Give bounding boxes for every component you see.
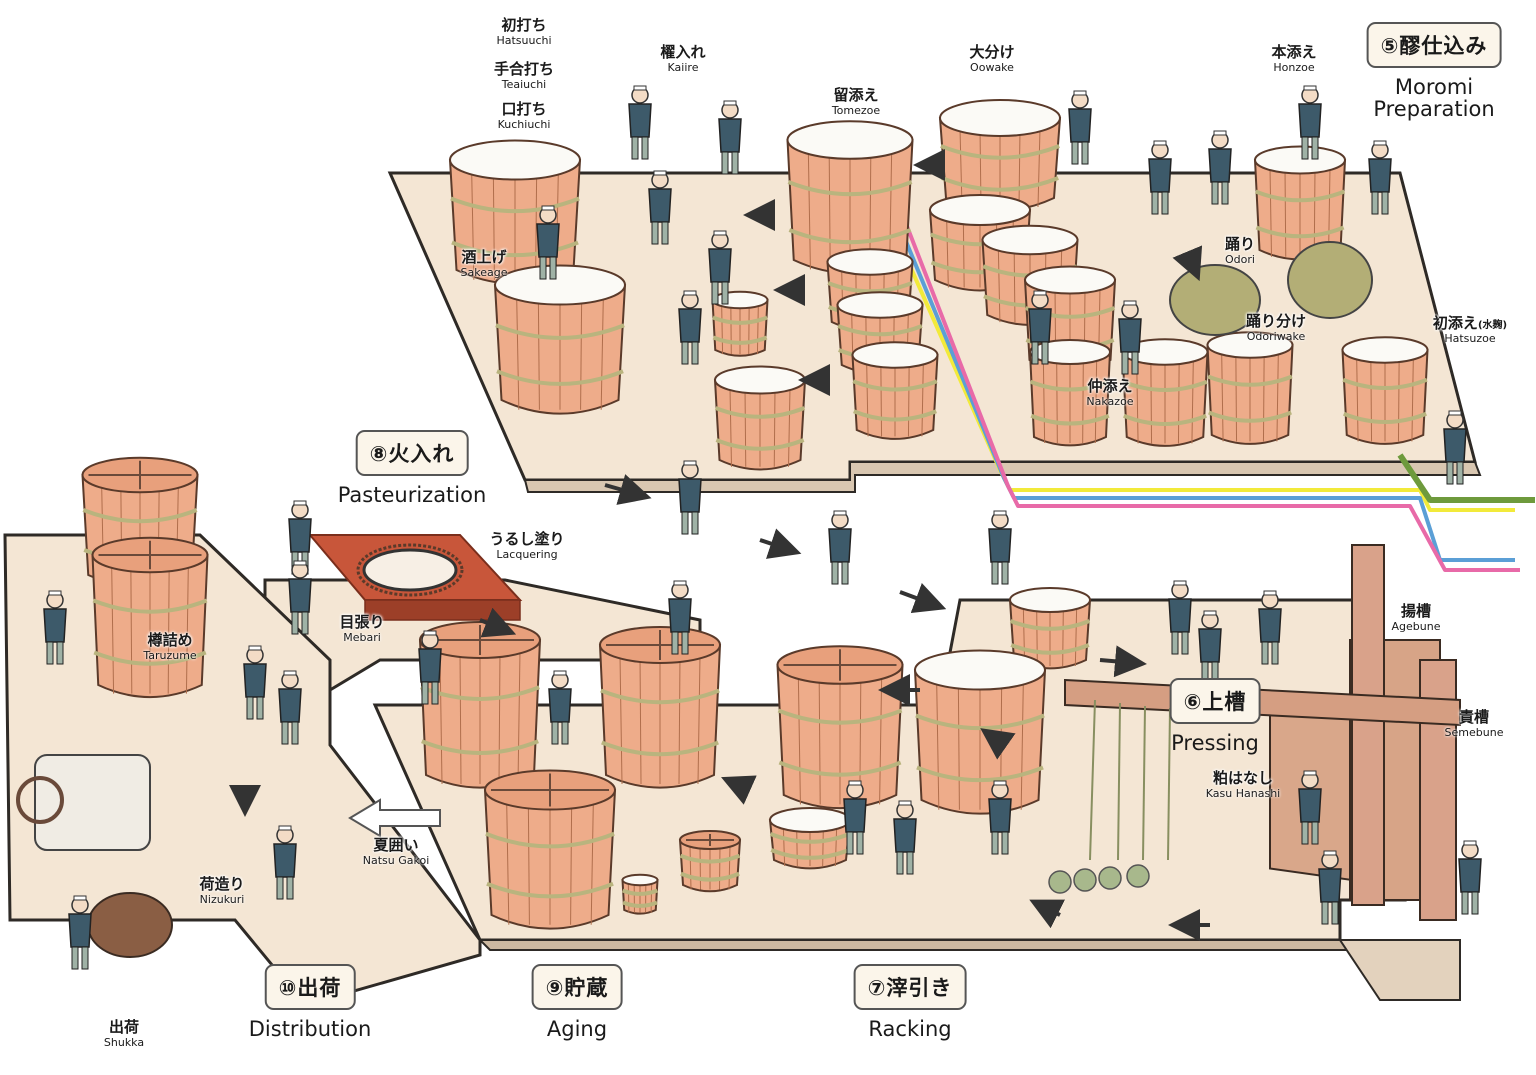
sake-tub bbox=[1028, 339, 1112, 447]
worker-figure bbox=[1258, 590, 1282, 665]
worker-figure bbox=[718, 100, 742, 175]
worker-figure bbox=[278, 670, 302, 745]
press-lever-beam bbox=[1064, 678, 1461, 727]
sake-tub bbox=[678, 830, 742, 893]
worker-figure bbox=[1298, 770, 1322, 845]
wooden-tubs bbox=[81, 99, 1429, 930]
press-weights bbox=[1089, 699, 1171, 861]
sake-tub bbox=[768, 807, 852, 870]
sake-tub bbox=[483, 769, 617, 930]
lower-floor-front bbox=[477, 939, 1361, 951]
sake-tub bbox=[711, 290, 769, 357]
sake-tub bbox=[851, 341, 939, 440]
stage-racking: ⑦滓引き Racking bbox=[853, 964, 967, 1040]
worker-figure bbox=[668, 580, 692, 655]
worker-figure bbox=[536, 205, 560, 280]
worker-figure bbox=[1298, 85, 1322, 160]
sake-press bbox=[1048, 544, 1461, 921]
worker-figure bbox=[988, 780, 1012, 855]
sake-tub bbox=[598, 626, 722, 789]
label-hatsuzoe: 初添え(水麹)Hatsuzoe bbox=[1432, 314, 1508, 345]
worker-figure bbox=[1168, 580, 1192, 655]
sake-tub bbox=[938, 99, 1062, 212]
sake-tub bbox=[418, 621, 542, 789]
sake-tub bbox=[91, 536, 209, 698]
stage-pressing: ⑥上槽 Pressing bbox=[1169, 678, 1261, 754]
sake-tub bbox=[713, 365, 807, 471]
stage-moromi-box: ⑤醪仕込み bbox=[1366, 22, 1502, 68]
worker-figure bbox=[843, 780, 867, 855]
stage-pasteurization: ⑧火入れ Pasteurization bbox=[338, 430, 486, 506]
worker-figure bbox=[648, 170, 672, 245]
workers bbox=[43, 85, 1482, 970]
worker-figure bbox=[243, 645, 267, 720]
worker-figure bbox=[678, 460, 702, 535]
flow-arrows bbox=[229, 149, 1210, 941]
worker-figure bbox=[1443, 410, 1467, 485]
worker-figure bbox=[828, 510, 852, 585]
worker-figure bbox=[68, 895, 92, 970]
sake-tub bbox=[1253, 145, 1347, 261]
stage-moromi-en-1: Moromi bbox=[1394, 75, 1474, 99]
worker-figure bbox=[1318, 850, 1342, 925]
stage-moromi-en-2: Preparation bbox=[1373, 97, 1495, 122]
worker-figure bbox=[1118, 300, 1142, 375]
worker-figure bbox=[628, 85, 652, 160]
worker-figure bbox=[988, 510, 1012, 585]
worker-figure bbox=[288, 560, 312, 635]
worker-figure bbox=[1208, 130, 1232, 205]
sake-tub bbox=[1341, 336, 1429, 445]
natsu-gakoi-arrow bbox=[348, 798, 441, 838]
worker-figure bbox=[1148, 140, 1172, 215]
sake-tub bbox=[776, 645, 904, 810]
stage-moromi-preparation: ⑤醪仕込み Moromi Preparation bbox=[1366, 22, 1502, 122]
sake-tub bbox=[913, 649, 1047, 815]
sake-tub bbox=[621, 873, 659, 915]
worker-figure bbox=[1368, 140, 1392, 215]
worker-figure bbox=[1198, 610, 1222, 685]
steps bbox=[1338, 939, 1461, 1001]
worker-figure bbox=[678, 290, 702, 365]
sake-tub bbox=[1206, 331, 1294, 445]
furnace-pot bbox=[362, 548, 458, 592]
sake-tub bbox=[1008, 587, 1092, 670]
worker-figure bbox=[548, 670, 572, 745]
worker-figure bbox=[43, 590, 67, 665]
worker-figure bbox=[273, 825, 297, 900]
worker-figure bbox=[1068, 90, 1092, 165]
horse-cart bbox=[16, 754, 173, 958]
sake-tub bbox=[493, 264, 627, 415]
worker-figure bbox=[1028, 290, 1052, 365]
stage-aging: ⑨貯蔵 Aging bbox=[531, 964, 623, 1040]
stage-distribution: ⑩出荷 Distribution bbox=[249, 964, 371, 1040]
straw-bales bbox=[1169, 241, 1373, 336]
worker-figure bbox=[893, 800, 917, 875]
ingredient-pipes bbox=[878, 197, 1535, 572]
worker-figure bbox=[1458, 840, 1482, 915]
worker-figure bbox=[708, 230, 732, 305]
worker-figure bbox=[418, 630, 442, 705]
